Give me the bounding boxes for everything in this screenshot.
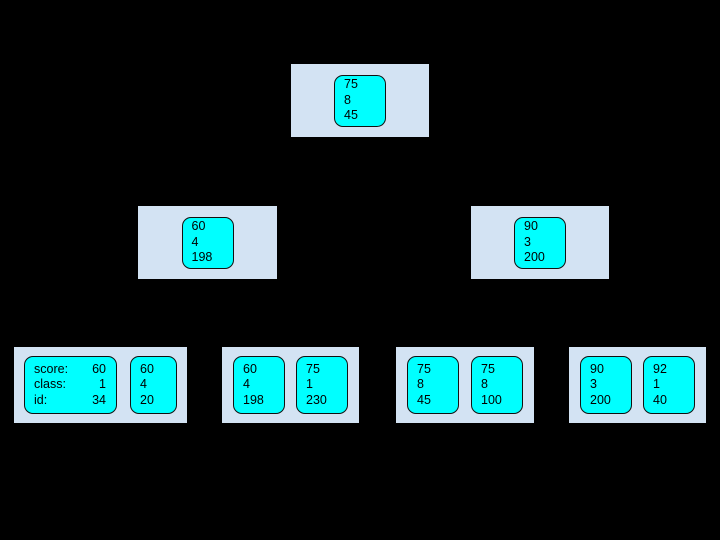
node-value-row: 40 <box>653 392 667 407</box>
node-value-row: 75 <box>306 361 320 376</box>
node-value-row: 3 <box>590 377 597 392</box>
tree-node-leaf-4b[interactable]: 92 1 40 <box>643 356 695 414</box>
tree-node-level2-right[interactable]: 90 3 200 <box>514 216 566 269</box>
node-value-row: 8 <box>481 377 488 392</box>
node-value-row: 230 <box>306 392 327 407</box>
node-value-row: 45 <box>417 392 431 407</box>
node-value-row: 92 <box>653 361 667 376</box>
node-value-row: 4 <box>140 377 147 392</box>
node-value-row: 8 <box>417 377 424 392</box>
leaf-group-4: 90 3 200 92 1 40 <box>569 347 706 423</box>
field-value-id: 34 <box>92 392 106 407</box>
node-value-row: 45 <box>344 108 358 123</box>
leaf-group-3: 75 8 45 75 8 100 <box>396 347 534 423</box>
node-field-row: id: 34 <box>34 393 106 409</box>
tree-node-leaf-4a[interactable]: 90 3 200 <box>580 356 632 414</box>
tree-node-level2-left[interactable]: 60 4 198 <box>181 216 234 269</box>
tree-node-root[interactable]: 75 8 45 <box>334 74 386 127</box>
node-field-row: class: 1 <box>34 377 106 393</box>
node-value-row: 200 <box>590 392 611 407</box>
node-value-row: 60 <box>191 219 206 234</box>
node-value-row: 200 <box>524 250 545 265</box>
tree-node-leaf-1b[interactable]: 60 4 20 <box>130 356 177 414</box>
field-value-class: 1 <box>99 377 106 392</box>
node-value-row: 90 <box>590 361 604 376</box>
tree-node-leaf-3b[interactable]: 75 8 100 <box>471 356 523 414</box>
tree-node-leaf-3a[interactable]: 75 8 45 <box>407 356 459 414</box>
node-value-row: 1 <box>653 377 660 392</box>
node-value-row: 1 <box>306 377 313 392</box>
node-field-row: score: 60 <box>34 362 106 378</box>
node-value-row: 75 <box>481 361 495 376</box>
tree-node-leaf-2a[interactable]: 60 4 198 <box>233 356 285 414</box>
level2-group-left: 60 4 198 <box>138 206 277 279</box>
tree-node-leaf-1a[interactable]: score: 60 class: 1 id: 34 <box>24 356 117 414</box>
node-value-row: 20 <box>140 392 154 407</box>
node-value-row: 198 <box>243 392 264 407</box>
node-value-row: 100 <box>481 392 502 407</box>
field-label-id: id: <box>34 392 48 407</box>
field-label-class: class: <box>34 377 66 392</box>
node-value-row: 3 <box>524 234 531 249</box>
node-value-row: 75 <box>344 77 358 92</box>
tree-node-leaf-2b[interactable]: 75 1 230 <box>296 356 348 414</box>
node-value-row: 4 <box>243 377 250 392</box>
node-value-row: 75 <box>417 361 431 376</box>
field-value-score: 60 <box>92 361 106 376</box>
leaf-group-1: score: 60 class: 1 id: 34 60 4 20 <box>14 347 187 423</box>
level2-group-right: 90 3 200 <box>471 206 609 279</box>
leaf-group-2: 60 4 198 75 1 230 <box>222 347 359 423</box>
field-label-score: score: <box>34 361 69 376</box>
node-value-row: 8 <box>344 92 351 107</box>
node-value-row: 90 <box>524 219 538 234</box>
node-value-row: 60 <box>140 361 154 376</box>
root-group: 75 8 45 <box>291 64 429 137</box>
node-value-row: 60 <box>243 361 257 376</box>
node-value-row: 4 <box>191 234 199 249</box>
node-value-row: 198 <box>191 250 213 265</box>
